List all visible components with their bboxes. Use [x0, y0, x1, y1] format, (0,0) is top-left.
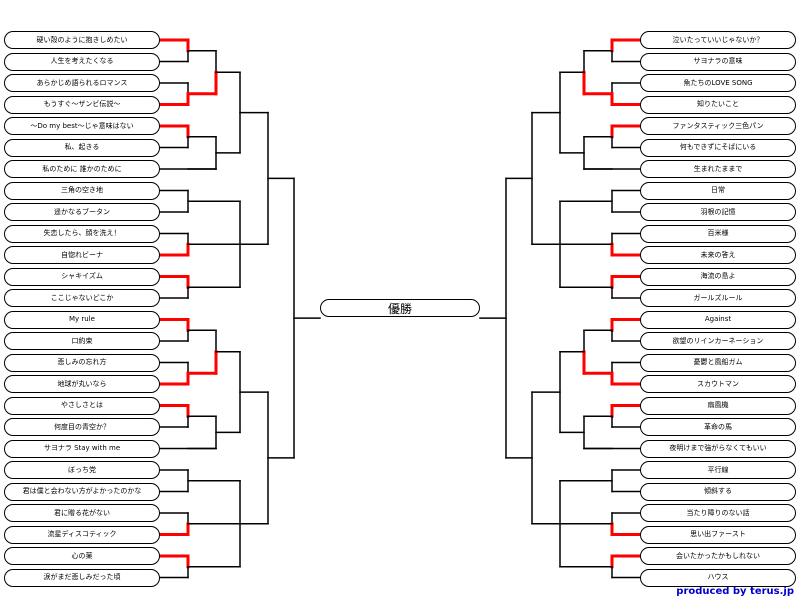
right-entry-6: 何もできずにそばにいる: [640, 138, 796, 157]
right-entry-5: ファンタスティック三色パン: [640, 117, 796, 135]
right-entry-11: 未来の答え: [640, 246, 796, 264]
right-entry-25: 会いたかったかもしれない: [640, 547, 796, 565]
left-entry-18: やさしさとは: [4, 396, 160, 415]
left-entry-24: 流星ディスコティック: [4, 525, 160, 544]
left-entry-5: 〜Do my best〜じゃ意味はない: [4, 117, 160, 135]
right-entry-7: 生まれたままで: [640, 160, 796, 178]
right-entry-24: 思い出ファースト: [640, 525, 796, 544]
right-entry-17: スカウトマン: [640, 375, 796, 393]
left-entry-20: サヨナラ Stay with me: [4, 439, 160, 458]
right-entry-15: 欲望のリインカーネーション: [640, 332, 796, 350]
left-entry-10: 失恋したら、顔を洗え！: [4, 224, 160, 243]
right-entry-2: サヨナラの意味: [640, 52, 796, 71]
credit-text: produced by terus.jp: [676, 586, 794, 597]
left-entry-17: 地球が丸いなら: [4, 375, 160, 393]
left-entry-13: ここじゃないどこか: [4, 289, 160, 307]
right-entry-1: 泣いたっていいじゃないか？: [640, 31, 796, 49]
right-entry-16: 憂鬱と風船ガム: [640, 353, 796, 372]
right-entry-21: 平行線: [640, 461, 796, 479]
left-entry-11: 自惚れビーナ: [4, 246, 160, 264]
right-entry-14: Against: [640, 310, 796, 329]
left-entry-3: あらかじめ語られるロマンス: [4, 74, 160, 92]
right-entry-18: 扇風機: [640, 396, 796, 415]
right-entry-8: 日常: [640, 181, 796, 200]
left-entry-23: 君に贈る花がない: [4, 504, 160, 522]
left-entry-4: もうすぐ〜ザンビ伝説〜: [4, 95, 160, 114]
right-entry-22: 傾斜する: [640, 482, 796, 501]
left-entry-14: My rule: [4, 310, 160, 329]
left-entry-9: 遥かなるブータン: [4, 203, 160, 221]
right-entry-20: 夜明けまで強がらなくてもいい: [640, 439, 796, 458]
left-entry-22: 君は僕と会わない方がよかったのかな: [4, 482, 160, 501]
right-entry-10: 百米様: [640, 224, 796, 243]
left-entry-25: 心の薬: [4, 547, 160, 565]
left-entry-12: シャキイズム: [4, 267, 160, 286]
left-entry-16: 悲しみの忘れ方: [4, 353, 160, 372]
right-entry-19: 革命の馬: [640, 418, 796, 436]
left-entry-15: 口約束: [4, 332, 160, 350]
left-entry-7: 私のために 誰かのために: [4, 160, 160, 178]
left-entry-8: 三角の空き地: [4, 181, 160, 200]
champion-slot: 優勝: [320, 299, 480, 317]
right-entry-9: 羽根の記憶: [640, 203, 796, 221]
right-entry-23: 当たり障りのない話: [640, 504, 796, 522]
left-entry-6: 私、起きる: [4, 138, 160, 157]
right-entry-26: ハウス: [640, 568, 796, 587]
left-entry-2: 人生を考えたくなる: [4, 52, 160, 71]
left-entry-21: ぼっち党: [4, 461, 160, 479]
right-entry-12: 海流の島よ: [640, 267, 796, 286]
left-entry-1: 硬い殻のように抱きしめたい: [4, 31, 160, 49]
right-entry-4: 知りたいこと: [640, 95, 796, 114]
left-entry-19: 何度目の青空か？: [4, 418, 160, 436]
right-entry-3: 魚たちのLOVE SONG: [640, 74, 796, 92]
right-entry-13: ガールズルール: [640, 289, 796, 307]
left-entry-26: 涙がまだ悲しみだった頃: [4, 568, 160, 587]
